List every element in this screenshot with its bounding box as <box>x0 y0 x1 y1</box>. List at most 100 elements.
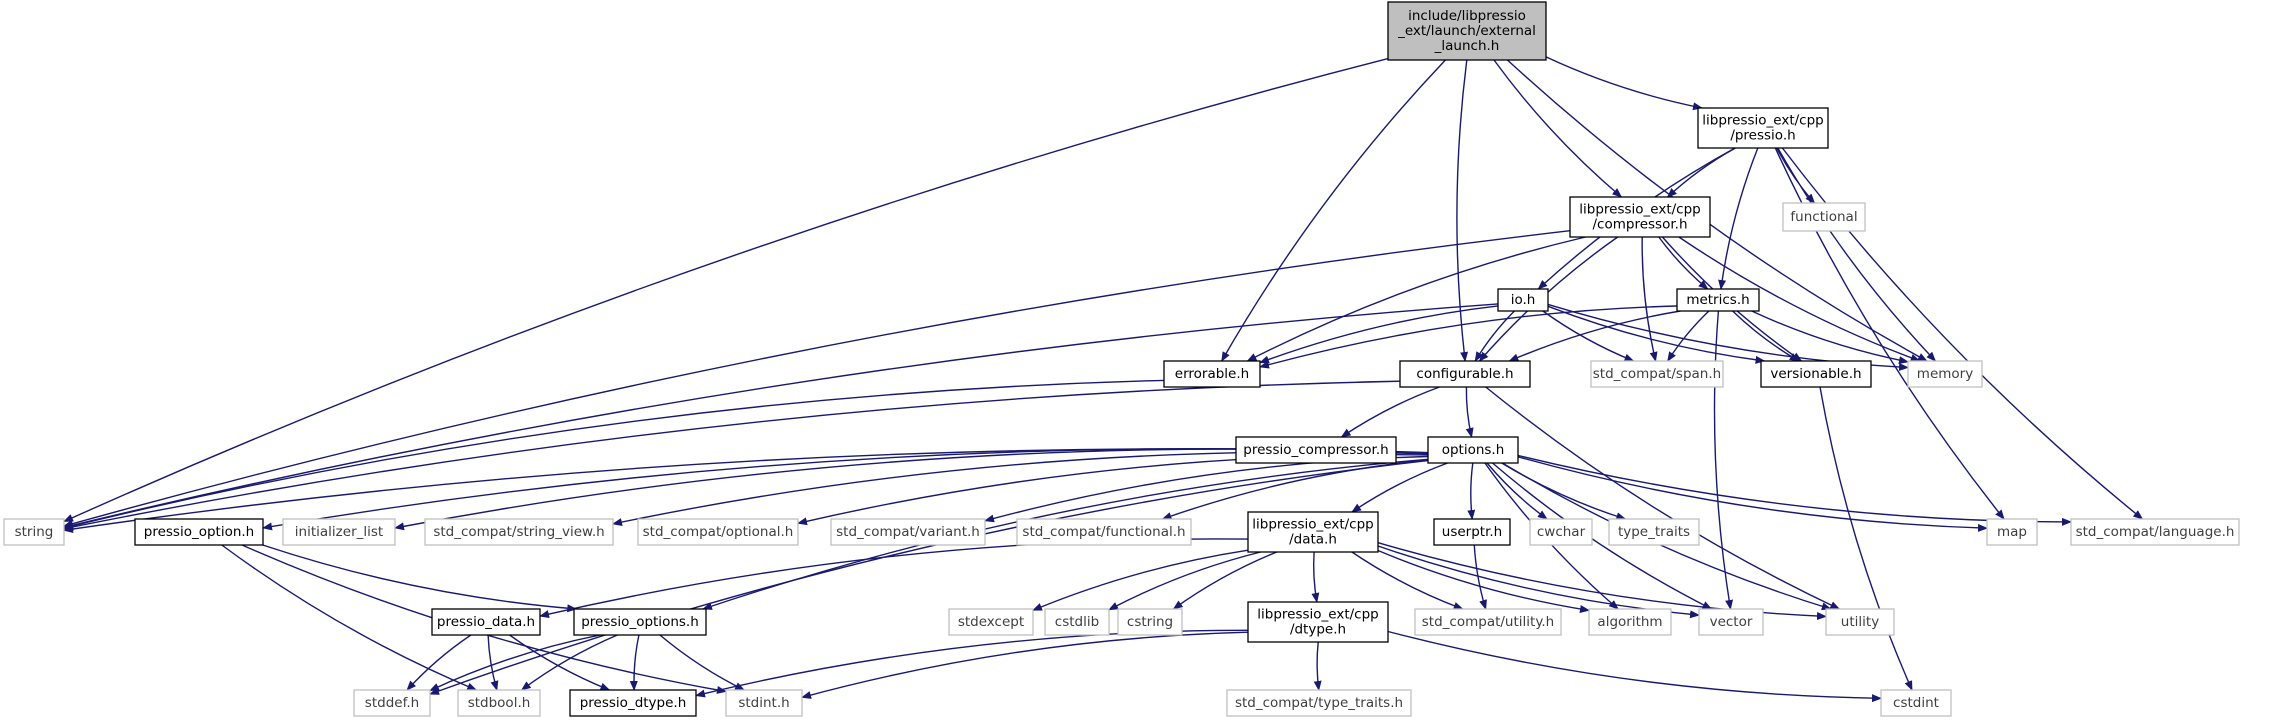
edge-options_h-to-cwchar <box>1486 462 1548 520</box>
node-label: std_compat/optional.h <box>643 524 794 540</box>
node-pressio-data-h[interactable]: pressio_data.h <box>431 608 541 636</box>
node-box <box>1247 511 1379 553</box>
node-box <box>3 518 65 546</box>
edge-metrics_h-to-span_h <box>1667 310 1710 362</box>
node-cstring: cstring <box>1117 608 1183 636</box>
node-pressio-options-h[interactable]: pressio_options.h <box>573 608 707 636</box>
node-label: std_compat/string_view.h <box>433 524 604 540</box>
edge-compressor_h-to-metrics_h <box>1658 236 1709 290</box>
node-pressio-h[interactable]: libpressio_ext/cpp/pressio.h <box>1697 107 1829 149</box>
edge-io_h-to-string <box>63 303 1499 530</box>
node-box <box>1782 202 1866 232</box>
node-box <box>1247 601 1389 643</box>
edge-options_h-to-stddef_h <box>429 459 1429 695</box>
node-label: std_compat/variant.h <box>836 524 980 540</box>
edge-data_h-to-dtype_h <box>1311 551 1320 603</box>
node-io-h[interactable]: io.h <box>1497 288 1549 312</box>
node-box <box>569 689 697 717</box>
node-label: pressio_option.h <box>144 524 255 540</box>
node-label: userptr.h <box>1442 524 1502 540</box>
edge-pressio_h-to-memory <box>1777 147 1937 362</box>
node-algorithm: algorithm <box>1588 608 1672 636</box>
edge-options_h-to-map <box>1517 456 1988 532</box>
node-label: include/libpressio <box>1408 8 1526 24</box>
node-box <box>725 689 803 717</box>
node-box <box>424 518 614 546</box>
node-dtype-h[interactable]: libpressio_ext/cpp/dtype.h <box>1247 601 1389 643</box>
node-vector: vector <box>1698 608 1764 636</box>
node-pressio-dtype-h[interactable]: pressio_dtype.h <box>569 689 697 717</box>
node-map: map <box>1986 518 2038 546</box>
edge-userptr_h-to-utility_h <box>1473 544 1487 610</box>
edge-pressio_h-to-metrics_h <box>1718 147 1759 290</box>
node-label: algorithm <box>1597 614 1662 630</box>
edge-pressio_option_h-to-pressio_options_h <box>262 544 578 613</box>
edge-io_h-to-memory <box>1547 303 1909 372</box>
edge-external_launch-to-compressor_h <box>1493 59 1623 198</box>
node-errorable-h[interactable]: errorable.h <box>1163 360 1261 388</box>
edge-metrics_h-to-memory <box>1751 310 1909 365</box>
node-data-h[interactable]: libpressio_ext/cpp/data.h <box>1247 511 1379 553</box>
node-box <box>1414 608 1562 636</box>
node-box <box>1226 689 1412 717</box>
edge-compressor_h-to-memory <box>1678 236 1921 362</box>
edge-pressio_h-to-compressor_h <box>1666 147 1736 198</box>
node-label: io.h <box>1511 292 1536 308</box>
node-box <box>1044 608 1110 636</box>
node-label: cstdint <box>1893 695 1939 711</box>
node-pressio-compressor-h[interactable]: pressio_compressor.h <box>1235 436 1397 464</box>
node-box <box>948 608 1034 636</box>
node-box <box>1697 107 1829 149</box>
node-label: cstdlib <box>1055 614 1099 630</box>
node-pressio-option-h[interactable]: pressio_option.h <box>134 518 264 546</box>
node-label: cstring <box>1127 614 1173 630</box>
node-box <box>1588 608 1672 636</box>
edge-external_launch-to-errorable_h <box>1221 59 1446 362</box>
node-metrics-h[interactable]: metrics.h <box>1676 288 1760 312</box>
node-versionable-h[interactable]: versionable.h <box>1760 360 1872 388</box>
node-stdint-h: stdint.h <box>725 689 803 717</box>
node-userptr-h[interactable]: userptr.h <box>1433 518 1511 546</box>
node-label: libpressio_ext/cpp <box>1252 517 1374 533</box>
edge-metrics_h-to-errorable_h <box>1259 305 1678 369</box>
node-label: /dtype.h <box>1290 622 1346 638</box>
node-box <box>637 518 799 546</box>
node-label: _ext/launch/external <box>1397 23 1536 39</box>
node-compressor-h[interactable]: libpressio_ext/cpp/compressor.h <box>1569 196 1711 238</box>
node-configurable-h[interactable]: configurable.h <box>1399 360 1531 388</box>
edge-configurable_h-to-utility <box>1485 386 1841 610</box>
edge-dtype_h-to-cstdint <box>1387 630 1882 703</box>
edge-metrics_h-to-vector <box>1713 310 1734 610</box>
node-string: string <box>3 518 65 546</box>
node-options-h[interactable]: options.h <box>1427 436 1519 464</box>
node-external-launch[interactable]: include/libpressio_ext/launch/external_l… <box>1387 1 1547 61</box>
edge-pressio_h-to-map <box>1774 147 2005 520</box>
node-label: stddef.h <box>365 695 419 711</box>
node-box <box>1760 360 1872 388</box>
node-label: pressio_dtype.h <box>580 695 687 711</box>
node-label: errorable.h <box>1175 366 1249 382</box>
node-label: options.h <box>1442 442 1505 458</box>
edge-pressio_options_h-to-pressio_dtype_h <box>629 634 640 691</box>
node-label: memory <box>1917 366 1973 382</box>
node-label: metrics.h <box>1686 292 1749 308</box>
node-label: pressio_options.h <box>581 614 699 630</box>
node-label: libpressio_ext/cpp <box>1702 113 1824 129</box>
node-box <box>1590 360 1724 388</box>
edge-configurable_h-to-string <box>63 380 1401 531</box>
edge-pressio_data_h-to-stddef_h <box>406 634 472 691</box>
edge-io_h-to-configurable_h <box>1474 310 1515 362</box>
node-box <box>1433 518 1511 546</box>
edge-data_h-to-cstring <box>1172 551 1278 610</box>
edge-pressio_data_h-to-pressio_dtype_h <box>509 634 611 691</box>
node-language-h: std_compat/language.h <box>2070 518 2240 546</box>
node-label: functional <box>1790 209 1857 225</box>
node-label: pressio_compressor.h <box>1243 442 1388 458</box>
node-label: /pressio.h <box>1730 128 1795 144</box>
edge-options_h-to-data_h <box>1351 462 1448 513</box>
node-box <box>134 518 264 546</box>
node-box <box>1235 436 1397 464</box>
node-cwchar: cwchar <box>1529 518 1593 546</box>
node-functional: functional <box>1782 202 1866 232</box>
node-label: stdexcept <box>958 614 1024 630</box>
